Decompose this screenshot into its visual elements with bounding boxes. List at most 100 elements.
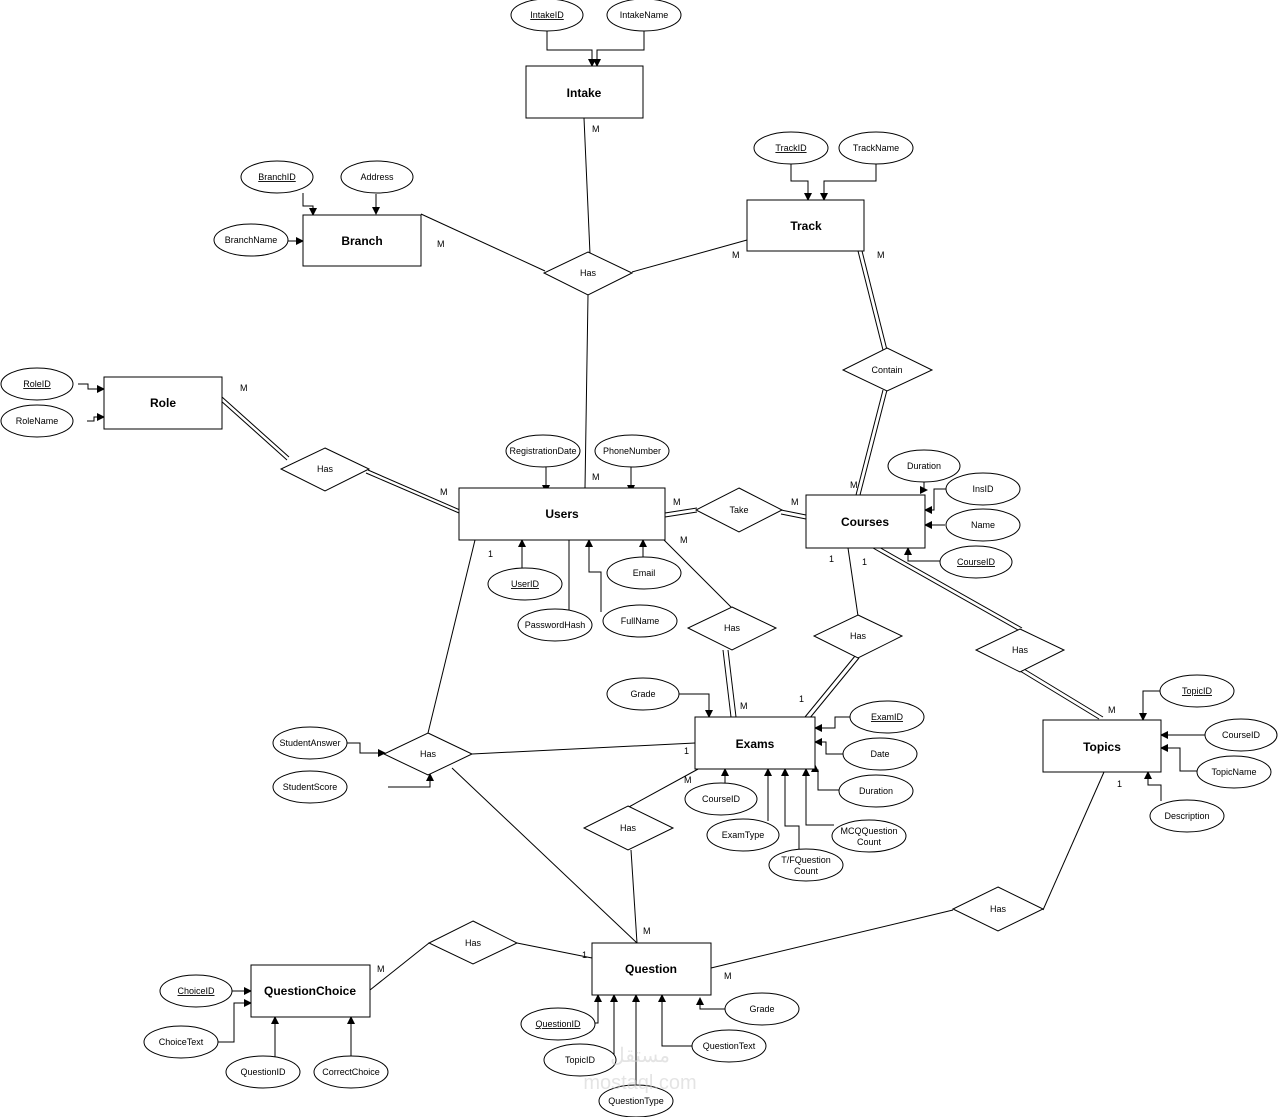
relationship-has-course-topic: Has xyxy=(974,628,1066,673)
attr-tfquestioncount: T/FQuestion Count xyxy=(768,848,844,882)
svg-text:StudentScore: StudentScore xyxy=(283,782,338,792)
relationship-has-user-exam: Has xyxy=(686,606,778,651)
svg-text:IntakeID: IntakeID xyxy=(530,10,564,20)
cardinality: M xyxy=(740,701,748,711)
svg-text:RegistrationDate: RegistrationDate xyxy=(509,446,576,456)
svg-text:QuestionID: QuestionID xyxy=(240,1067,286,1077)
relationship-has-student: Has xyxy=(382,732,474,776)
attr-branchid: BranchID xyxy=(240,160,314,194)
cardinality: M xyxy=(592,472,600,482)
attr-mcqquestioncount: MCQQuestion Count xyxy=(831,819,907,853)
svg-text:TopicID: TopicID xyxy=(1182,686,1213,696)
entity-users: Users xyxy=(458,487,666,541)
attr-courses-duration: Duration xyxy=(887,449,961,483)
svg-text:CourseID: CourseID xyxy=(702,794,741,804)
svg-text:PhoneNumber: PhoneNumber xyxy=(603,446,661,456)
cardinality: M xyxy=(643,926,651,936)
attr-passwordhash: PasswordHash xyxy=(517,608,593,642)
cardinality: 1 xyxy=(1117,779,1122,789)
relationship-label: Has xyxy=(724,623,741,633)
relationship-label: Take xyxy=(729,505,748,515)
entity-questionchoice-label: QuestionChoice xyxy=(264,984,356,998)
attr-exams-date: Date xyxy=(842,737,918,771)
attr-exams-duration: Duration xyxy=(838,774,914,808)
svg-text:ExamType: ExamType xyxy=(722,830,765,840)
relationship-label: Has xyxy=(465,938,482,948)
relationship-has-course-exam: Has xyxy=(812,614,904,659)
cardinality: M xyxy=(1108,705,1116,715)
svg-text:ChoiceID: ChoiceID xyxy=(177,986,215,996)
cardinality: M xyxy=(680,535,688,545)
entity-question: Question xyxy=(591,942,712,996)
svg-text:QuestionText: QuestionText xyxy=(703,1041,756,1051)
relationship-label: Has xyxy=(420,749,437,759)
svg-text:Grade: Grade xyxy=(749,1004,774,1014)
entity-role-label: Role xyxy=(150,396,176,410)
attr-fullname: FullName xyxy=(602,604,678,638)
entity-track: Track xyxy=(746,199,865,252)
attr-trackname: TrackName xyxy=(838,131,914,165)
svg-text:StudentAnswer: StudentAnswer xyxy=(279,738,340,748)
svg-text:MCQQuestion: MCQQuestion xyxy=(840,826,897,836)
entity-topics-label: Topics xyxy=(1083,740,1121,754)
svg-text:IntakeName: IntakeName xyxy=(620,10,669,20)
svg-text:Duration: Duration xyxy=(907,461,941,471)
svg-text:Duration: Duration xyxy=(859,786,893,796)
attr-description: Description xyxy=(1149,799,1225,833)
svg-text:ExamID: ExamID xyxy=(871,712,904,722)
attr-examid: ExamID xyxy=(849,700,925,734)
entity-courses-label: Courses xyxy=(841,515,889,529)
relationship-has-question-choice: Has xyxy=(427,920,519,965)
watermark-latin: mostaql.com xyxy=(583,1072,696,1094)
relationship-has-exam-question: Has xyxy=(582,805,675,851)
cardinality: 1 xyxy=(862,557,867,567)
svg-text:T/FQuestion: T/FQuestion xyxy=(781,855,831,865)
svg-text:QuestionType: QuestionType xyxy=(608,1096,664,1106)
attr-choicetext: ChoiceText xyxy=(143,1025,219,1059)
entity-branch: Branch xyxy=(302,214,422,267)
svg-text:Description: Description xyxy=(1164,811,1209,821)
svg-text:QuestionID: QuestionID xyxy=(535,1019,581,1029)
svg-text:Grade: Grade xyxy=(630,689,655,699)
entity-intake-label: Intake xyxy=(567,86,602,100)
cardinality: M xyxy=(673,497,681,507)
relationship-label: Has xyxy=(317,464,334,474)
entity-exams: Exams xyxy=(694,716,816,770)
svg-text:Address: Address xyxy=(360,172,394,182)
cardinality: M xyxy=(850,480,858,490)
relationship-label: Contain xyxy=(871,365,902,375)
entity-questionchoice: QuestionChoice xyxy=(250,964,371,1018)
svg-text:Name: Name xyxy=(971,520,995,530)
attr-topicname: TopicName xyxy=(1196,755,1272,789)
attr-qc-questionid: QuestionID xyxy=(225,1055,301,1089)
attr-questiontext: QuestionText xyxy=(691,1029,767,1063)
attr-branchname: BranchName xyxy=(213,223,289,257)
svg-text:CorrectChoice: CorrectChoice xyxy=(322,1067,380,1077)
svg-text:ChoiceText: ChoiceText xyxy=(159,1037,204,1047)
relationship-label: Has xyxy=(620,823,637,833)
attr-address: Address xyxy=(340,160,414,194)
relationship-label: Has xyxy=(1012,645,1029,655)
svg-text:TrackName: TrackName xyxy=(853,143,899,153)
svg-text:TopicID: TopicID xyxy=(565,1055,596,1065)
svg-text:PasswordHash: PasswordHash xyxy=(525,620,586,630)
relationship-label: Has xyxy=(990,904,1007,914)
attr-phonenumber: PhoneNumber xyxy=(594,434,670,468)
attr-registrationdate: RegistrationDate xyxy=(505,434,581,468)
attr-studentscore: StudentScore xyxy=(272,770,348,804)
watermark-arabic: مستقل xyxy=(610,1045,670,1067)
attr-examtype: ExamType xyxy=(706,818,780,852)
attr-courseid: CourseID xyxy=(939,545,1013,579)
entity-track-label: Track xyxy=(790,219,822,233)
attr-exams-grade: Grade xyxy=(606,677,680,711)
cardinality: 1 xyxy=(488,549,493,559)
attr-exams-courseid: CourseID xyxy=(684,782,758,816)
attr-questionid: QuestionID xyxy=(520,1007,596,1041)
attr-question-grade: Grade xyxy=(724,992,800,1026)
svg-text:TopicName: TopicName xyxy=(1211,767,1256,777)
svg-text:Date: Date xyxy=(870,749,889,759)
cardinality: M xyxy=(684,775,692,785)
attr-insid: InsID xyxy=(945,472,1021,506)
cardinality: 1 xyxy=(829,554,834,564)
